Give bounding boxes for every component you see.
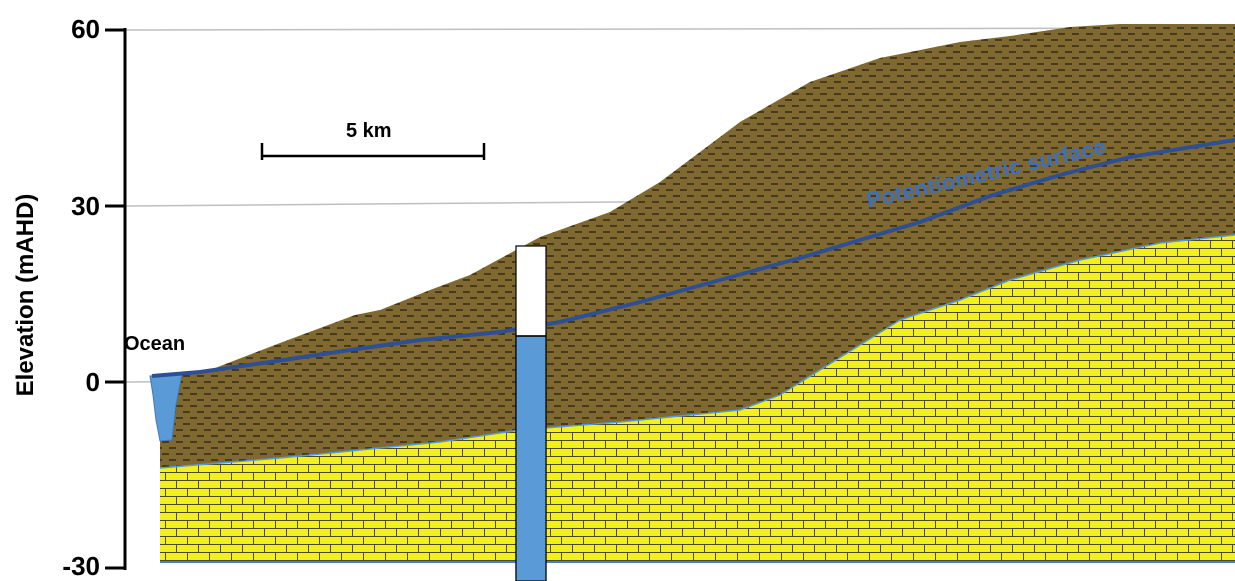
scale-bar-label: 5 km <box>346 120 392 142</box>
potentiometric-surface-line <box>151 138 1235 378</box>
gridline-60 <box>125 27 1235 31</box>
y-axis-title-text: Elevation (mAHD) <box>12 193 39 397</box>
layer-boundary <box>159 234 1235 469</box>
y-tick-label-60: 60 <box>71 14 100 44</box>
borehole <box>515 245 547 581</box>
y-axis <box>105 28 127 570</box>
limestone-layer <box>160 235 1235 562</box>
ocean-label: Ocean <box>124 333 186 355</box>
ocean-water <box>149 373 183 442</box>
scale-bar <box>260 143 486 160</box>
clay-layer <box>160 24 1235 468</box>
y-axis-title: Elevation (mAHD) <box>6 145 46 445</box>
borehole-water <box>515 335 547 581</box>
y-tick-label-minus30: -30 <box>62 551 100 581</box>
y-tick-label-0: 0 <box>85 367 100 397</box>
y-tick-label-30: 30 <box>71 191 100 221</box>
